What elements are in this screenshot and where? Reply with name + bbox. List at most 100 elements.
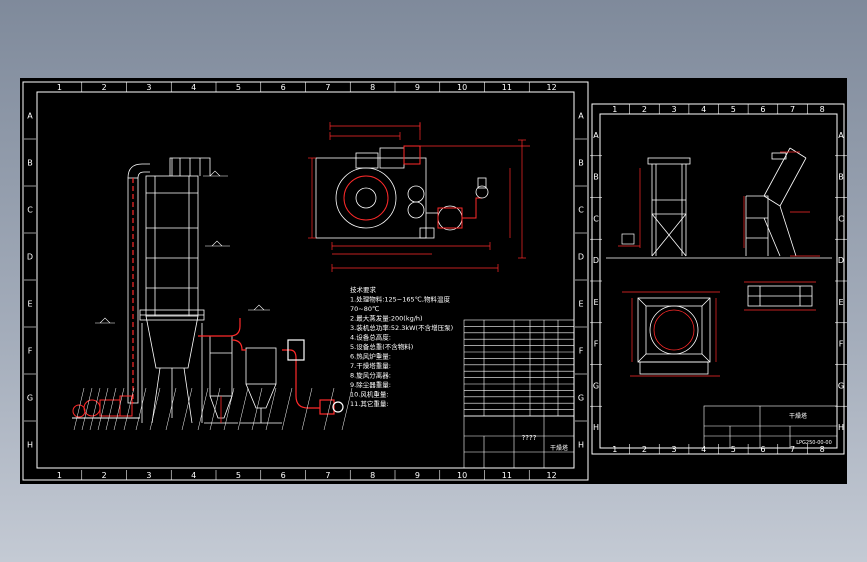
cyclone-separator-1 <box>204 335 238 424</box>
sheet-1-inner-frame <box>36 91 575 469</box>
sheet-1-col-label: 7 <box>325 471 330 480</box>
ladder-dims <box>743 151 820 257</box>
cyclone-separator-2 <box>240 347 282 424</box>
sheet-1-col-label: 7 <box>325 83 330 92</box>
sheet-2-row-label: H <box>593 423 599 432</box>
note-line: 10.风机重量: <box>350 390 389 399</box>
sheet-1-row-label: A <box>27 112 33 121</box>
ladder-elevation <box>745 147 807 257</box>
sheet-1-col-label: 10 <box>457 471 467 480</box>
sheet-1-col-label: 3 <box>146 471 151 480</box>
sheet-1-col-label: 4 <box>191 471 196 480</box>
note-line: 9.除尘器重量: <box>350 380 391 389</box>
sheet-2-col-label: 2 <box>642 445 647 454</box>
plan-view-dimensions <box>308 122 530 272</box>
elevation-markers <box>95 170 270 324</box>
note-line: 6.热风炉重量: <box>350 352 391 361</box>
title-block-mid-label: ???? <box>522 434 537 442</box>
sheet-1-col-label: 4 <box>191 83 196 92</box>
sheet-1-row-label: C <box>27 206 33 215</box>
note-line: 11.其它重量: <box>350 399 389 408</box>
sheet-1-row-label: E <box>27 300 32 309</box>
handrail-detail-dims <box>744 281 816 311</box>
note-line: 70~80℃ <box>350 305 379 313</box>
sheet-2-row-label: B <box>593 173 599 182</box>
sheet-2-row-label: G <box>593 381 599 390</box>
note-line: 技术要求 <box>350 285 377 294</box>
sheet-1-row-label: F <box>28 347 33 356</box>
sheet-1-outer-frame <box>22 81 589 481</box>
sheet-2-title-code: LPG250-00-00 <box>796 440 832 446</box>
sheet-1-col-label: 9 <box>415 471 420 480</box>
sheet-2-row-label: D <box>593 256 599 265</box>
hot-air-duct <box>127 163 150 404</box>
sheet-2-col-label: 5 <box>731 105 736 114</box>
sheet-2-title-block <box>703 405 838 449</box>
note-line: 1.处理物料:125~165℃,物料温度 <box>350 295 451 304</box>
sheet-1-row-label: G <box>27 394 33 403</box>
sheet-1-row-label: D <box>27 253 33 262</box>
bom-table <box>463 319 575 417</box>
sheet-2-col-label: 1 <box>612 105 617 114</box>
note-line: 2.最大蒸发量:200(kg/h) <box>350 314 423 323</box>
sheet-2-row-label: D <box>838 256 844 265</box>
sheet-2-col-label: 5 <box>731 445 736 454</box>
sheet-2-row-label: C <box>593 214 599 223</box>
sheet-2-col-label: 8 <box>820 445 825 454</box>
sheet-1-col-label: 5 <box>236 471 241 480</box>
sheet-1-col-label: 6 <box>281 471 286 480</box>
note-line: 8.旋风分离器: <box>350 371 391 380</box>
drying-tower-elevation <box>139 157 211 424</box>
sheet-1-col-label: 1 <box>57 471 62 480</box>
sheet-2-row-label: A <box>593 131 599 140</box>
sheet-2-row-label: E <box>593 298 598 307</box>
sheet-2-col-label: 3 <box>672 445 677 454</box>
handrail-detail <box>747 285 813 307</box>
sheet-1-col-label: 12 <box>547 471 557 480</box>
sheet-2-row-label: G <box>838 381 844 390</box>
sheet-1-col-label: 1 <box>57 83 62 92</box>
sheet-2-col-label: 8 <box>820 105 825 114</box>
platform-plan-dims <box>622 291 720 377</box>
support-frame-dims <box>618 168 641 248</box>
support-frame-elevation <box>647 157 691 257</box>
sheet-2-col-label: 4 <box>701 105 706 114</box>
sheet-1-col-label: 6 <box>281 83 286 92</box>
sheet-2-col-label: 6 <box>760 105 765 114</box>
sheet-1-col-label: 2 <box>102 471 107 480</box>
note-line: 5.设备总重(不含物料) <box>350 342 413 351</box>
sheet-1-row-label: D <box>578 253 584 262</box>
burner-assembly <box>72 395 140 419</box>
sheet-2-outer-frame <box>591 103 845 455</box>
sheet-2-col-label: 7 <box>790 105 795 114</box>
sheet-2-col-label: 4 <box>701 445 706 454</box>
sheet-2-col-label: 7 <box>790 445 795 454</box>
sheet-2-row-label: H <box>838 423 844 432</box>
sheet-2-col-label: 3 <box>672 105 677 114</box>
sheet-1-col-label: 8 <box>370 83 375 92</box>
sheet-1-col-label: 11 <box>502 83 512 92</box>
sheet-1-col-label: 9 <box>415 83 420 92</box>
sheet-2-row-label: E <box>838 298 843 307</box>
plan-view <box>315 145 489 239</box>
sheet-1-row-label: B <box>578 159 584 168</box>
sheet-1-row-label: H <box>27 441 33 450</box>
connecting-pipes <box>198 318 344 415</box>
sheet-2-col-label: 1 <box>612 445 617 454</box>
sheet-2-row-label: F <box>839 340 844 349</box>
sheet-1-row-label: E <box>578 300 583 309</box>
sheet-1-col-label: 8 <box>370 471 375 480</box>
sheet-1-row-label: A <box>578 112 584 121</box>
sheet-2-row-label: F <box>594 340 599 349</box>
sheet-1-row-label: C <box>578 206 584 215</box>
sheet-2-row-labels-left: A B C D E F G H <box>590 131 602 432</box>
sheet-1-row-label: G <box>578 394 584 403</box>
sheet-2-row-label: C <box>838 214 844 223</box>
sheet-1-col-label: 3 <box>146 83 151 92</box>
sheet-1-col-label: 10 <box>457 83 467 92</box>
